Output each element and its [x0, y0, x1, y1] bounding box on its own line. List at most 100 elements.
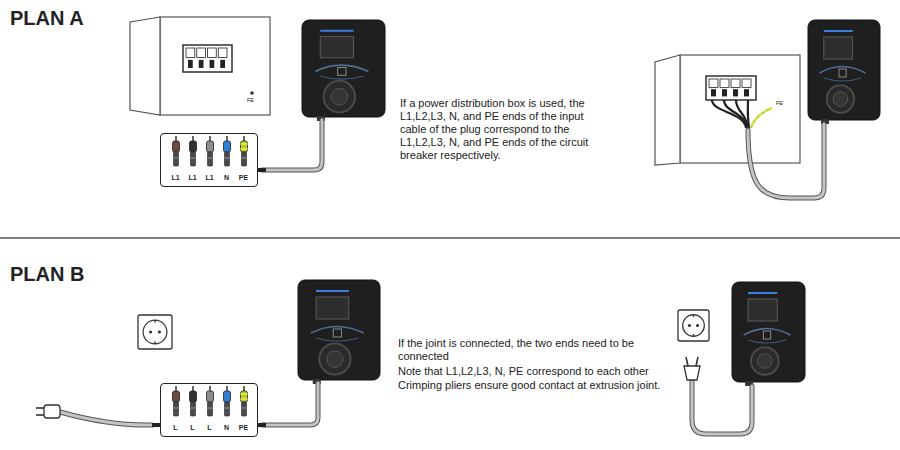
socket-plate [138, 315, 172, 349]
wire-insulation [190, 391, 197, 402]
plug-pin [686, 357, 688, 366]
earth-wire [751, 108, 772, 128]
crimp-sleeve [208, 402, 213, 416]
crimp-sleeve [191, 402, 196, 416]
plug-body [684, 366, 700, 380]
earth-stripe [241, 148, 248, 150]
crimp-band [208, 408, 213, 409]
terminal-block: LLLNPE [160, 383, 258, 437]
cable-outline [60, 412, 152, 425]
crimp-sleeve [225, 152, 230, 166]
wire-insulation [241, 141, 248, 152]
charger-knob-inner [758, 354, 773, 369]
plug-pin [36, 407, 44, 409]
cable-outline [692, 380, 752, 434]
terminal-connectors [173, 136, 248, 166]
charger-screen [748, 299, 777, 321]
distribution-box [160, 17, 270, 115]
cable-ferrule [258, 423, 266, 427]
mains-plug [36, 405, 60, 418]
wire-insulation [190, 141, 197, 152]
wire-label: L1 [188, 174, 196, 181]
charger-swoosh [320, 76, 363, 79]
terminal-block: L1L1L1NPE [160, 133, 258, 187]
distribution-box [680, 55, 800, 163]
phase-wire [712, 100, 746, 128]
socket-hole [688, 324, 691, 327]
charger-emblem [333, 329, 341, 337]
cable [262, 383, 318, 425]
breaker-terminal [199, 60, 204, 68]
wire-insulation [241, 391, 248, 402]
cable-outline [262, 383, 318, 425]
socket-hole [696, 324, 699, 327]
earth-clip [693, 334, 695, 336]
crimp-band [208, 158, 213, 159]
breaker-pole [197, 48, 206, 57]
breaker-pole [208, 48, 217, 57]
breaker-body [706, 76, 756, 100]
wire-insulation [224, 141, 231, 152]
crimp-sleeve [208, 152, 213, 166]
charger-knob-inner [331, 88, 348, 105]
wall-socket [678, 310, 709, 341]
breaker-terminal [744, 89, 749, 96]
crimp-sleeve [174, 402, 179, 416]
crimp-band [174, 158, 179, 159]
phase-wire [724, 100, 747, 128]
charger-screen [316, 297, 349, 319]
plug-pin [36, 414, 44, 416]
crimp-band [174, 408, 179, 409]
charger-swoosh [315, 65, 368, 71]
cable-outline [262, 120, 322, 170]
cable [748, 124, 824, 198]
wire-insulation [173, 141, 180, 152]
socket-face [683, 315, 705, 337]
wall-socket [138, 315, 172, 349]
charger-swoosh [824, 78, 861, 81]
socket-hole [149, 330, 152, 333]
breaker-pole [186, 48, 195, 57]
instruction-note: Note that L1,L2,L3, N, PE correspond to … [398, 365, 666, 392]
wallbox-charger [808, 20, 880, 124]
crimp-sleeve [242, 402, 247, 416]
section-divider [0, 237, 900, 239]
circuit-breaker [706, 76, 756, 100]
cable-ferrule [258, 168, 266, 172]
section-heading: PLAN B [10, 262, 84, 286]
breaker-pole [731, 79, 740, 87]
wallbox-charger [298, 280, 380, 384]
charger-knob-inner [327, 351, 343, 367]
crimp-band [242, 158, 247, 159]
charger-body [302, 20, 385, 117]
wire-label: L [173, 424, 177, 431]
circuit-breaker [183, 45, 232, 72]
plug-body [44, 405, 60, 418]
breaker-pole [720, 79, 729, 87]
charger-emblem [338, 68, 346, 76]
breaker-pole [218, 48, 227, 57]
charger-knob [827, 85, 854, 112]
charger-emblem [839, 69, 846, 77]
earth-clip [693, 315, 695, 317]
wallbox-charger [302, 20, 385, 121]
breaker-pole [742, 79, 751, 87]
charger-swoosh [744, 329, 791, 336]
charger-swoosh [316, 338, 359, 341]
instruction-note: If the joint is connected, the two ends … [398, 337, 660, 363]
charger-body [298, 280, 380, 380]
breaker-terminal [733, 89, 738, 96]
wire-label: N [224, 174, 229, 181]
wire-insulation [173, 391, 180, 402]
earth-stripe [241, 393, 248, 395]
wire-label: L1 [205, 174, 213, 181]
instruction-note: If a power distribution box is used, the… [400, 97, 612, 162]
earth-label: FE [247, 97, 254, 104]
cable-outline [748, 124, 824, 198]
distribution-box-door [655, 55, 680, 165]
terminal-connectors [173, 386, 248, 416]
wire-insulation [207, 141, 214, 152]
distribution-box-door [130, 17, 160, 115]
charger-swoosh [748, 340, 786, 343]
charger-emblem [763, 331, 770, 339]
